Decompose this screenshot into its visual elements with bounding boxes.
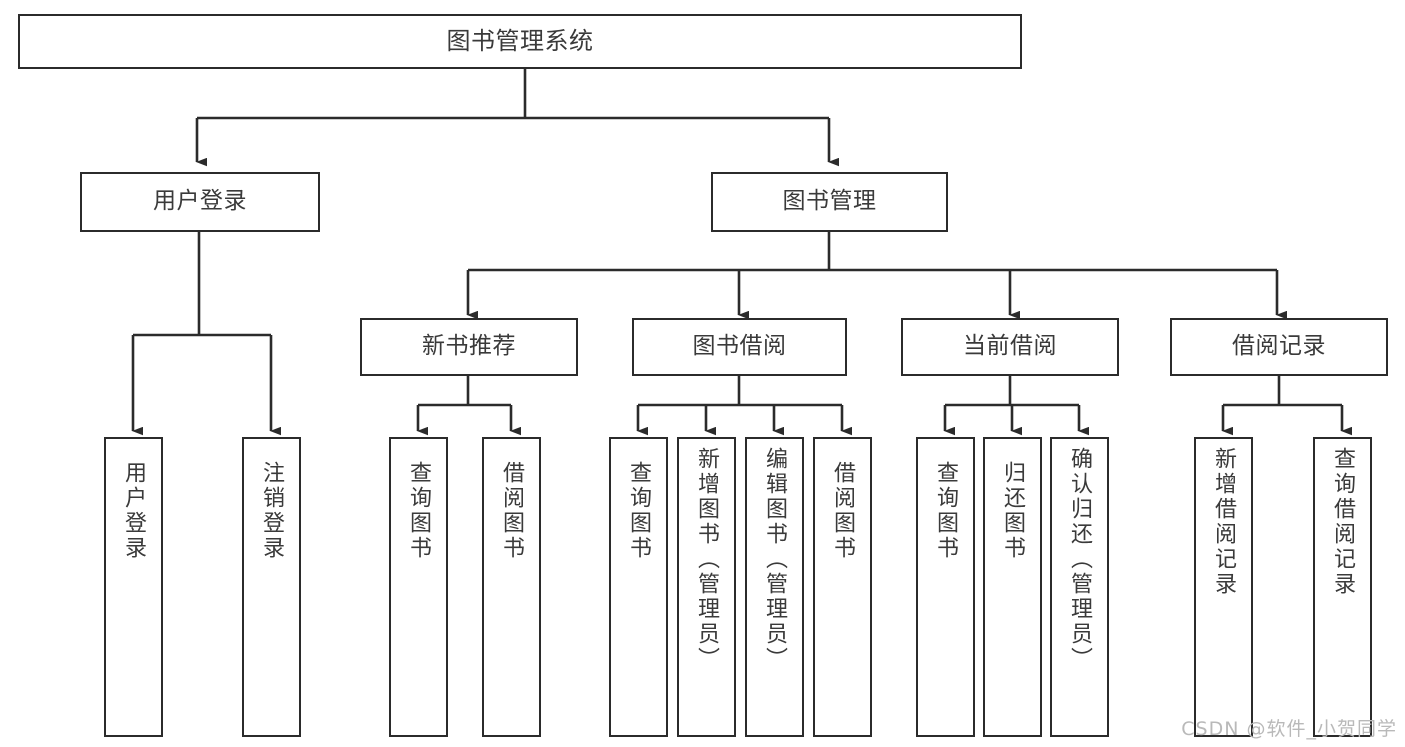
leaf-current-confirm-return-admin[interactable]: 确认归还（管理员） <box>1050 437 1109 737</box>
node-book-management[interactable]: 图书管理 <box>711 172 948 232</box>
node-new-book-recommend[interactable]: 新书推荐 <box>360 318 578 376</box>
csdn-watermark: CSDN @软件_小贺同学 <box>1181 718 1397 740</box>
leaf-record-add-record-label: 新增借阅记录 <box>1211 447 1237 597</box>
leaf-record-query-record-label: 查询借阅记录 <box>1330 447 1356 597</box>
leaf-borrow-query-book[interactable]: 查询图书 <box>609 437 668 737</box>
node-book-borrow-label: 图书借阅 <box>692 333 787 360</box>
leaf-record-add-record[interactable]: 新增借阅记录 <box>1194 437 1253 737</box>
leaf-current-query-book-label: 查询图书 <box>933 461 959 561</box>
node-user-login[interactable]: 用户登录 <box>80 172 320 232</box>
leaf-current-return-book-label: 归还图书 <box>1000 461 1026 561</box>
node-root-book-management-system[interactable]: 图书管理系统 <box>18 14 1022 69</box>
node-book-management-label: 图书管理 <box>782 188 877 215</box>
leaf-user-login-logout-label: 注销登录 <box>259 461 285 561</box>
leaf-recommend-borrow-book-label: 借阅图书 <box>499 461 525 561</box>
leaf-current-confirm-return-admin-label: 确认归还（管理员） <box>1067 447 1093 672</box>
node-current-borrow[interactable]: 当前借阅 <box>901 318 1119 376</box>
leaf-borrow-add-book-admin-label: 新增图书（管理员） <box>694 447 720 672</box>
leaf-user-login-login[interactable]: 用户登录 <box>104 437 163 737</box>
leaf-user-login-logout[interactable]: 注销登录 <box>242 437 301 737</box>
leaf-current-query-book[interactable]: 查询图书 <box>916 437 975 737</box>
node-root-label: 图书管理系统 <box>446 27 594 56</box>
node-new-book-recommend-label: 新书推荐 <box>422 333 516 360</box>
leaf-borrow-edit-book-admin-label: 编辑图书（管理员） <box>762 447 788 672</box>
node-book-borrow[interactable]: 图书借阅 <box>632 318 847 376</box>
leaf-recommend-borrow-book[interactable]: 借阅图书 <box>482 437 541 737</box>
leaf-recommend-query-book-label: 查询图书 <box>406 461 432 561</box>
leaf-borrow-add-book-admin[interactable]: 新增图书（管理员） <box>677 437 736 737</box>
leaf-borrow-edit-book-admin[interactable]: 编辑图书（管理员） <box>745 437 804 737</box>
node-borrow-record-label: 借阅记录 <box>1232 333 1326 360</box>
node-user-login-label: 用户登录 <box>153 188 247 215</box>
node-borrow-record[interactable]: 借阅记录 <box>1170 318 1388 376</box>
leaf-current-return-book[interactable]: 归还图书 <box>983 437 1042 737</box>
leaf-recommend-query-book[interactable]: 查询图书 <box>389 437 448 737</box>
leaf-borrow-borrow-book[interactable]: 借阅图书 <box>813 437 872 737</box>
node-current-borrow-label: 当前借阅 <box>963 333 1057 360</box>
leaf-user-login-login-label: 用户登录 <box>121 461 147 561</box>
leaf-borrow-query-book-label: 查询图书 <box>626 461 652 561</box>
leaf-record-query-record[interactable]: 查询借阅记录 <box>1313 437 1372 737</box>
leaf-borrow-borrow-book-label: 借阅图书 <box>830 461 856 561</box>
